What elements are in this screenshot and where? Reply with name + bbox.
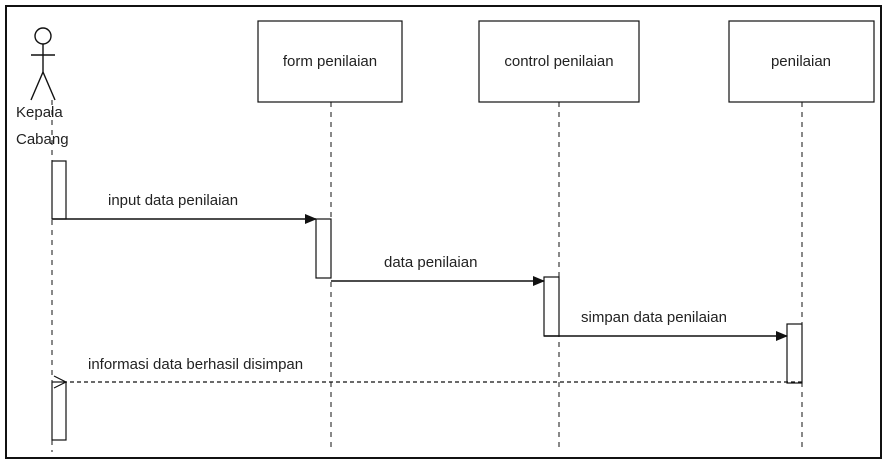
message-label: input data penilaian	[108, 192, 238, 209]
actor-label-line2: Cabang	[16, 131, 69, 148]
diagram-frame	[5, 5, 882, 459]
activation-bar-actor-1	[51, 160, 67, 220]
lifeline-label: form penilaian	[283, 53, 377, 70]
actor-label-line1: Kepala	[16, 104, 63, 121]
message-label: simpan data penilaian	[581, 309, 727, 326]
lifeline-box	[728, 20, 875, 103]
actor-right-leg	[42, 71, 56, 101]
actor-left-leg	[30, 71, 44, 101]
message-data-penilaian: data penilaian	[331, 254, 545, 286]
activation-bar-control	[543, 276, 560, 337]
activation-bar-form	[315, 218, 332, 279]
activation-bar-penilaian	[786, 323, 803, 384]
message-label: informasi data berhasil disimpan	[88, 356, 303, 373]
message-simpan-data-penilaian: simpan data penilaian	[544, 309, 788, 341]
message-input-data-penilaian: input data penilaian	[52, 192, 317, 224]
lifeline-control-penilaian: control penilaian	[478, 20, 640, 452]
lifeline-form-penilaian: form penilaian	[257, 20, 403, 452]
lifeline-box	[478, 20, 640, 103]
actor-kepala-cabang: Kepala Cabang	[16, 27, 69, 148]
message-label: data penilaian	[384, 254, 477, 271]
lifeline-penilaian: penilaian	[728, 20, 875, 452]
lifeline-label: penilaian	[771, 53, 831, 70]
actor-head-icon	[34, 27, 52, 45]
lifeline-label: control penilaian	[504, 53, 613, 70]
message-informasi-data-berhasil-disimpan: informasi data berhasil disimpan	[66, 356, 802, 382]
activation-bar-actor-2	[51, 381, 67, 441]
lifeline-box	[257, 20, 403, 103]
